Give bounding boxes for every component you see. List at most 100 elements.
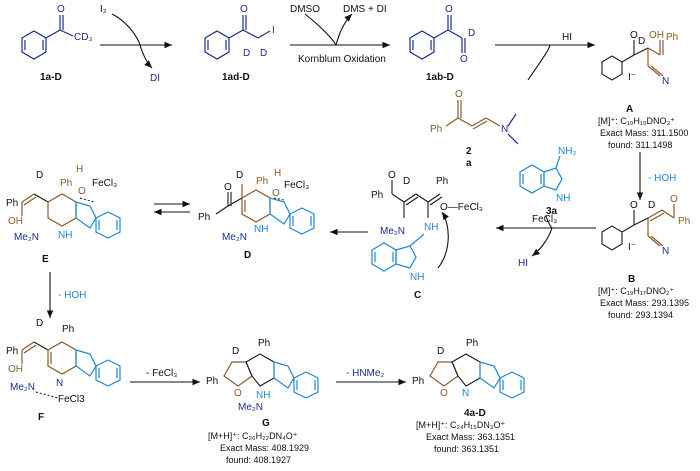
atom-ph: Ph: [258, 338, 270, 349]
ms-P-found: found: 363.1351: [434, 444, 499, 454]
atom-o: O: [388, 170, 396, 181]
ms-G-formula: [M+H]⁺: C₂₆H₂₂DN₄O⁺: [208, 431, 298, 441]
compound-1ab-D: O O D 1ab-D: [409, 4, 475, 83]
ms-B-found: found: 293.1394: [608, 310, 673, 320]
label-A: A: [626, 104, 633, 115]
atom-o: O: [78, 186, 86, 197]
intermediate-A: O D OH Ph I⁻ N A [M]⁺: C₁₉H₁₉DNO₃⁺ Exact…: [598, 30, 688, 150]
label-a: a: [466, 158, 472, 169]
atom-ph: Ph: [60, 178, 72, 189]
byproduct-hi: HI: [518, 258, 528, 269]
atom-ph: Ph: [678, 216, 690, 227]
label-1a-D: 1a-D: [40, 72, 62, 83]
atom-o: O: [272, 188, 280, 199]
atom-nh: NH: [256, 390, 270, 401]
atom-h: H: [76, 164, 83, 175]
intermediate-B: O D O Ph I⁻ N B [M]⁺: C₁₉H₁₇DNO₂⁺ Exact …: [598, 194, 690, 320]
reagent-fecl3: FeCl₃: [532, 214, 557, 225]
label-C: C: [414, 290, 421, 301]
compound-1a-D: O CD₃ 1a-D: [21, 4, 93, 83]
atom-d: D: [468, 28, 475, 39]
atom-nh: NH: [58, 230, 72, 241]
label-D: D: [244, 250, 251, 261]
atom-d: D: [232, 346, 239, 357]
atom-o: O: [455, 89, 463, 100]
label-E: E: [42, 254, 49, 265]
atom-d: D: [638, 36, 645, 47]
label-G: G: [262, 418, 270, 429]
atom-nh: NH: [424, 222, 438, 233]
label-F: F: [38, 412, 44, 423]
reagent-hnme2-loss: - HNMe₂: [346, 368, 384, 379]
atom-cd3: CD₃: [74, 32, 93, 43]
ms-B-exact: Exact Mass: 293.1395: [600, 298, 689, 308]
atom-n: N: [501, 124, 508, 135]
ms-B-formula: [M]⁺: C₁₉H₁₇DNO₂⁺: [598, 286, 674, 296]
ms-A-exact: Exact Mass: 311.1500: [600, 128, 688, 138]
atom-nh: NH: [556, 193, 570, 204]
atom-oh: OH: [8, 216, 23, 227]
atom-o: O: [460, 54, 468, 65]
atom-d: D: [437, 346, 444, 357]
label-2: 2: [466, 146, 472, 157]
atom-o: O: [440, 388, 448, 399]
atom-d: D: [260, 48, 267, 59]
intermediate-D: Ph D O Ph H O FeCl₃ Me₂N NH D: [198, 168, 315, 261]
atom-o: O: [240, 4, 248, 15]
atom-d: D: [36, 318, 43, 329]
label-B: B: [628, 274, 635, 285]
byproduct-dms-di: DMS + DI: [343, 4, 387, 15]
arrow-dms-out: [335, 13, 353, 46]
atom-o: O: [224, 182, 232, 193]
atom-fecl3: FeCl₃: [92, 178, 117, 189]
arrow-di-out: [139, 44, 153, 69]
ms-A-formula: [M]⁺: C₁₉H₁₉DNO₃⁺: [598, 116, 675, 126]
intermediate-E: Ph D OH Ph H O FeCl₃ Me₂N NH E: [6, 164, 121, 265]
reagent-fecl3-loss: - FeCl₃: [146, 368, 177, 379]
arrow-dmso-in: [304, 13, 337, 46]
atom-ph: Ph: [412, 376, 424, 387]
intermediate-G: Ph D Ph O Me₂N NH G [M+H]⁺: C₂₆H₂₂DN₄O⁺ …: [206, 338, 319, 465]
atom-fecl3: FeCl₃: [284, 180, 309, 191]
curved-arrow-attack: [437, 211, 450, 269]
atom-ofecl3: O—FeCl₃: [440, 202, 483, 213]
compound-1ad-D: O I D D 1ad-D: [204, 4, 275, 83]
label-1ab-D: 1ab-D: [426, 72, 454, 83]
arrow-3a-in: [545, 215, 553, 229]
atom-ph: Ph: [371, 190, 383, 201]
atom-o: O: [445, 4, 453, 15]
atom-o: O: [670, 194, 678, 205]
intermediate-C: D Ph O Ph O—FeCl₃ Me₂N NH NH C: [371, 170, 483, 301]
product-4a-D: Ph D Ph O N 4a-D [M+H]⁺: C₂₄H₁₅DN₃O⁺ Exa…: [412, 338, 525, 454]
atom-ph: Ph: [666, 32, 678, 43]
atom-o: O: [57, 4, 65, 15]
atom-me2n: Me₂N: [222, 232, 247, 243]
compound-2a: Ph O N 2 a: [430, 89, 519, 169]
atom-n-plus: N: [662, 76, 669, 87]
atom-n: N: [56, 378, 63, 389]
atom-me2n: Me₂N: [10, 382, 35, 393]
atom-oh: OH: [649, 30, 664, 41]
atom-i: I: [272, 25, 275, 36]
atom-d: D: [243, 48, 250, 59]
atom-n: N: [462, 388, 469, 399]
atom-ph: Ph: [466, 338, 478, 349]
atom-d: D: [236, 170, 243, 181]
atom-nh: NH: [410, 272, 424, 283]
atom-fecl3-b: FeCl3: [58, 394, 85, 405]
intermediate-F: Ph D Ph OH Me₂N N FeCl3 F: [6, 318, 121, 423]
reagent-hoh-2: - HOH: [58, 290, 86, 301]
ms-G-exact: Exact Mass: 408.1929: [220, 443, 309, 453]
atom-d: D: [403, 176, 410, 187]
atom-h: H: [274, 168, 281, 179]
label-3a: 3a: [546, 206, 558, 217]
atom-ph: Ph: [6, 346, 18, 357]
ms-A-found: found: 311.1498: [608, 140, 672, 150]
atom-ph: Ph: [6, 198, 18, 209]
atom-ph: Ph: [206, 376, 218, 387]
label-1ad-D: 1ad-D: [222, 72, 250, 83]
atom-nh2: NH₂: [558, 146, 576, 157]
reagent-hoh: - HOH: [648, 173, 676, 184]
ms-P-formula: [M+H]⁺: C₂₄H₁₅DN₃O⁺: [416, 420, 505, 430]
